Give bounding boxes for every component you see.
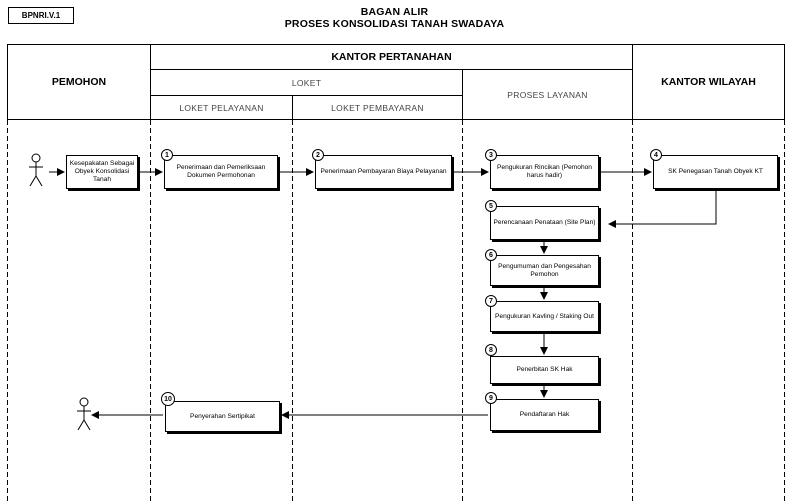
- step-2-number: 2: [312, 149, 324, 161]
- step-5-number: 5: [485, 200, 497, 212]
- step-8-box: Penerbitan SK Hak: [490, 356, 599, 384]
- step-1-box: Penerimaan dan Pemeriksaan Dokumen Permo…: [164, 155, 278, 189]
- header-loket: LOKET: [291, 77, 322, 88]
- document-code: BPNRI.V.1: [8, 7, 74, 24]
- step-7-box: Pengukuran Kavling / Staking Out: [490, 301, 599, 332]
- title-line-2: PROSES KONSOLIDASI TANAH SWADAYA: [284, 18, 505, 30]
- step-5-box: Perencanaan Penataan (Site Plan): [490, 206, 599, 240]
- step-10-box: Penyerahan Sertipikat: [165, 401, 280, 432]
- step-8-number: 8: [485, 344, 497, 356]
- step-4-number: 4: [650, 149, 662, 161]
- step-4-box: SK Penegasan Tanah Obyek KT: [653, 155, 778, 189]
- header-pemohon: PEMOHON: [51, 76, 107, 88]
- step-7-number: 7: [485, 295, 497, 307]
- header-loket-pembayaran: LOKET PEMBAYARAN: [331, 102, 424, 113]
- header-kantor-pertanahan: KANTOR PERTANAHAN: [331, 51, 452, 63]
- step-10-number: 10: [161, 392, 175, 406]
- step-3-box: Pengukuran Rincikan (Pemohon harus hadir…: [490, 155, 599, 189]
- step-9-box: Pendaftaran Hak: [490, 399, 599, 431]
- step-1-number: 1: [161, 149, 173, 161]
- step-6-box: Pengumuman dan Pengesahan Pemohon: [490, 255, 599, 286]
- header-kantor-wilayah: KANTOR WILAYAH: [661, 76, 756, 88]
- person-icon: [29, 153, 43, 187]
- step-start-box: Kesepakatan Sebagai Obyek Konsolidasi Ta…: [66, 155, 138, 189]
- step-3-number: 3: [485, 149, 497, 161]
- step-2-box: Penerimaan Pembayaran Biaya Pelayanan: [315, 155, 452, 189]
- header-proses-layanan: PROSES LAYANAN: [507, 89, 588, 100]
- step-9-number: 9: [485, 392, 497, 404]
- title-line-1: BAGAN ALIR: [360, 6, 429, 18]
- person-icon: [77, 397, 91, 431]
- step-6-number: 6: [485, 249, 497, 261]
- header-loket-pelayanan: LOKET PELAYANAN: [179, 102, 264, 113]
